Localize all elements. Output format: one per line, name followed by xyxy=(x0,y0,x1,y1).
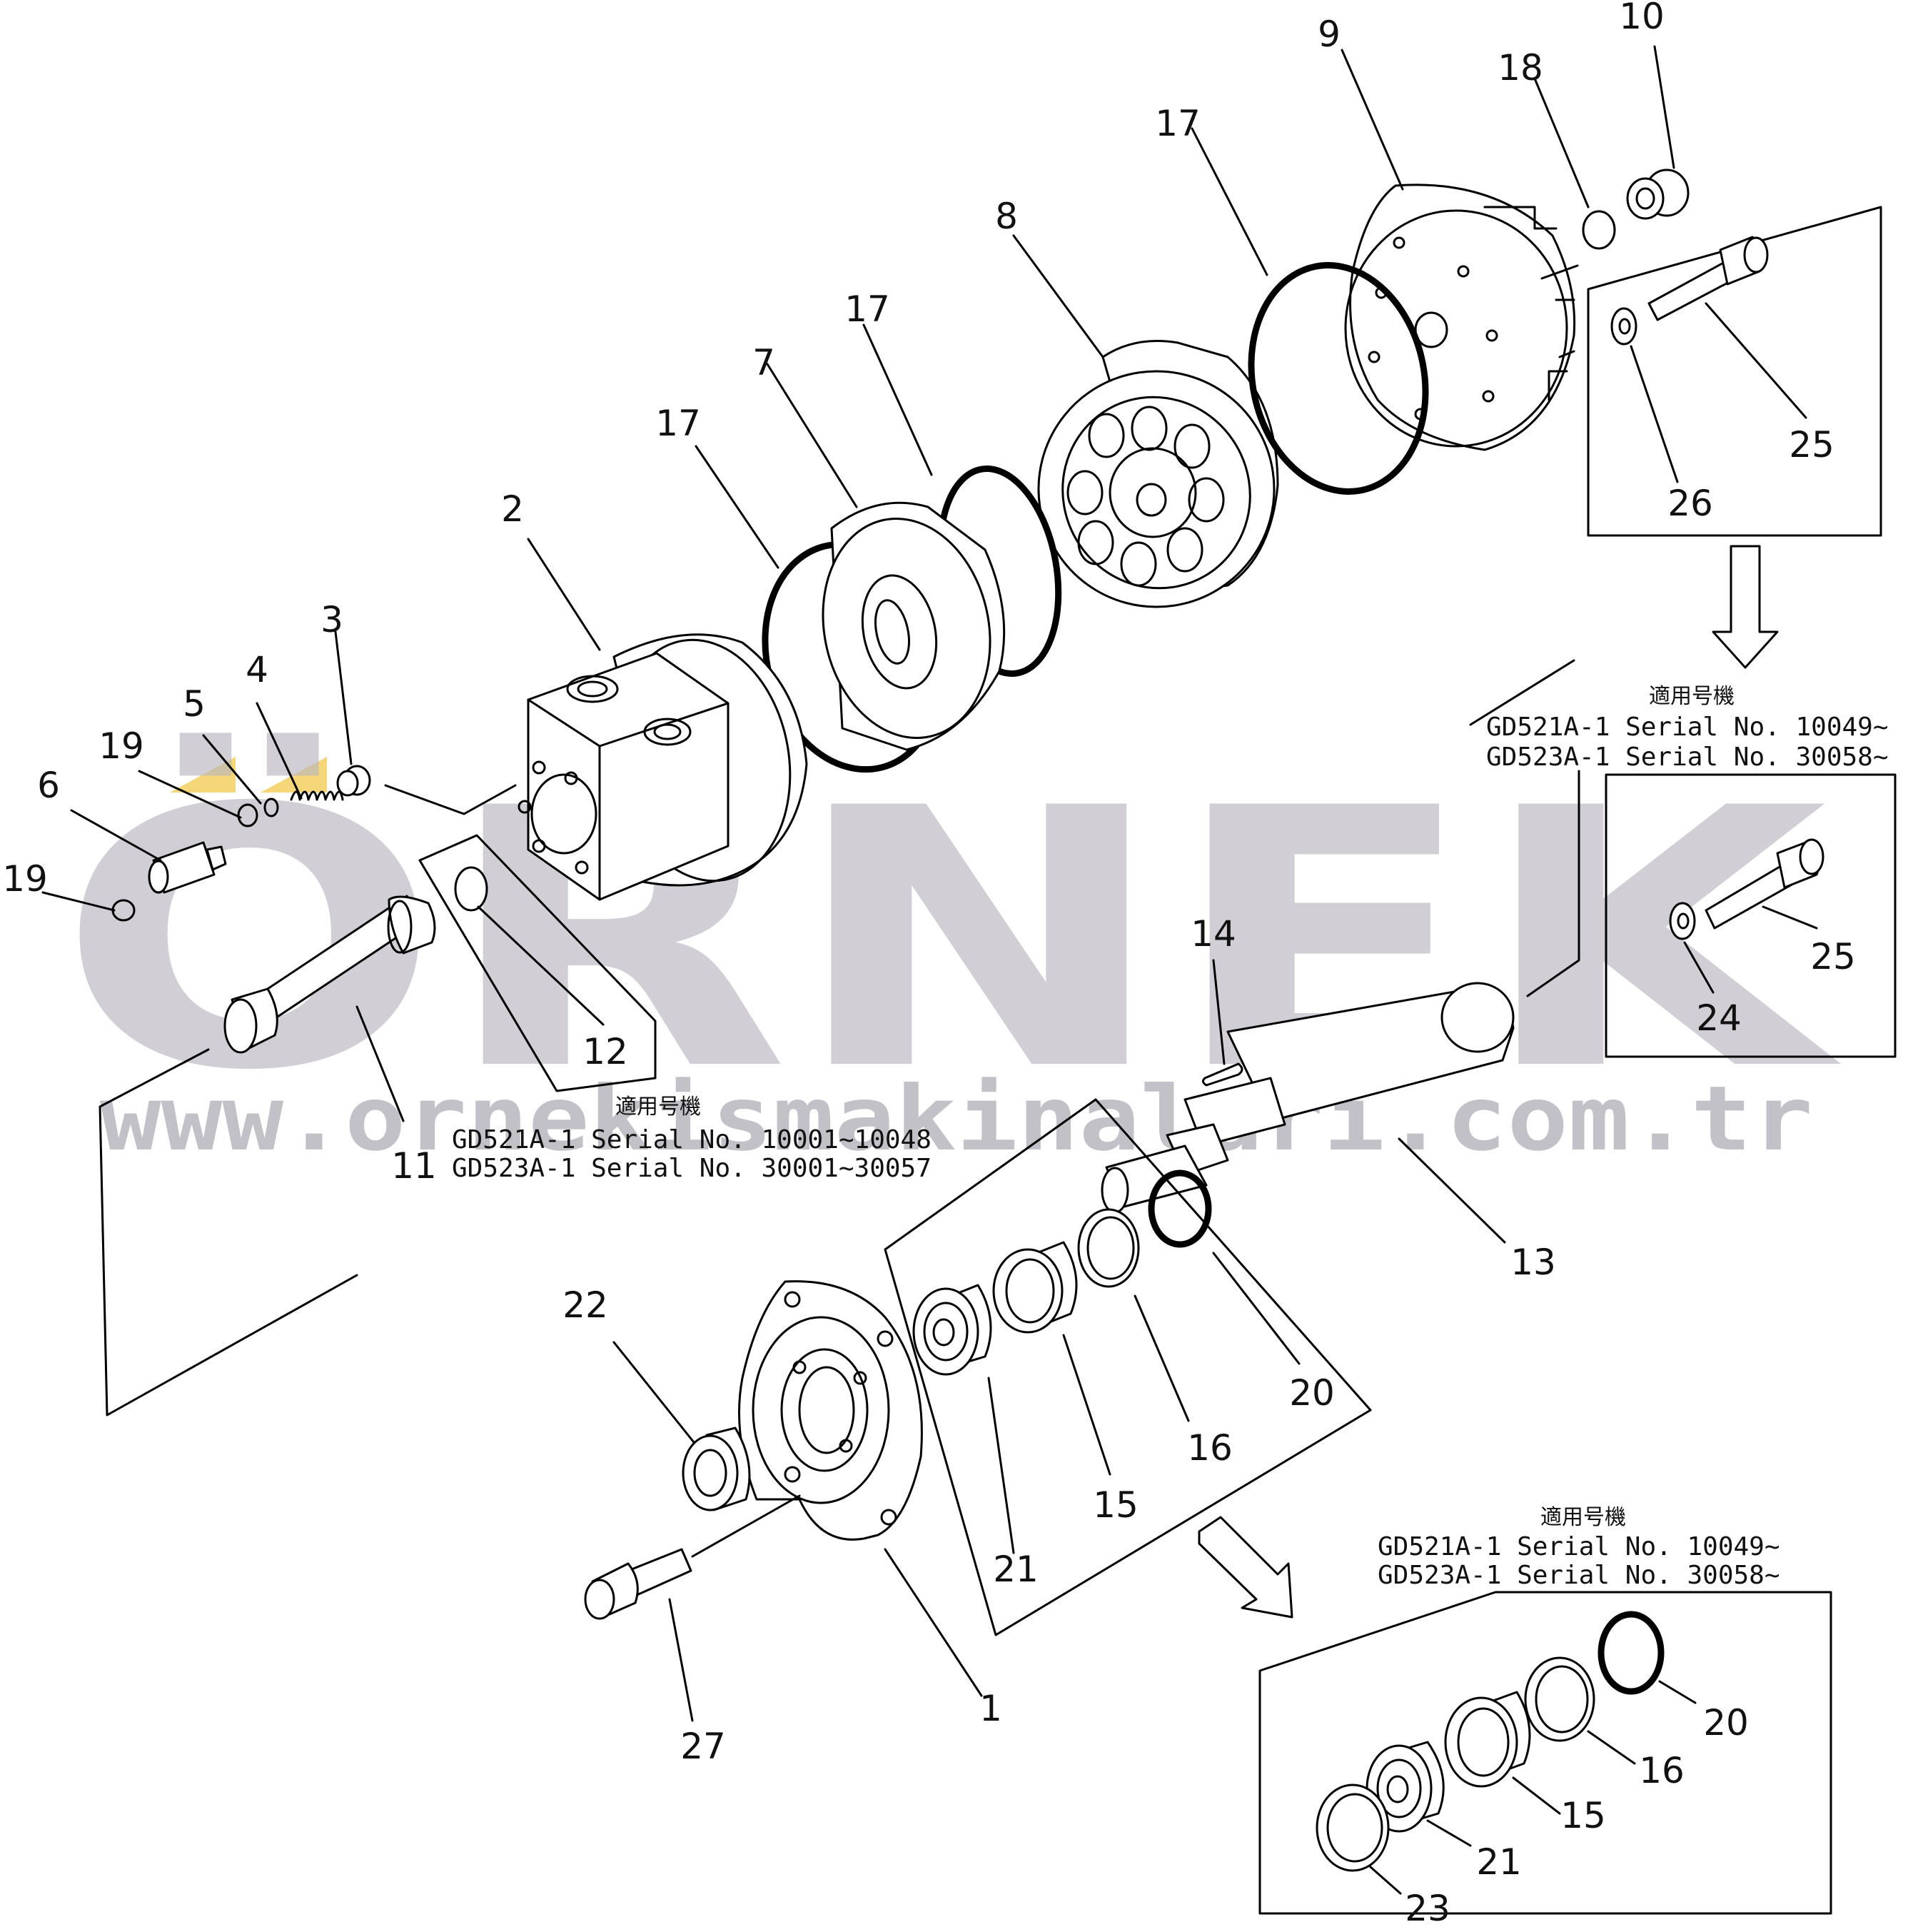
serial-note-middle: 適用号機 GD521A-1 Serial No. 10001~10048 GD5… xyxy=(452,1095,932,1183)
callout-14: 14 xyxy=(1191,913,1236,955)
bracket-old-serial xyxy=(418,834,657,1092)
callout-5: 5 xyxy=(183,683,206,725)
gerotor-rollers xyxy=(1066,406,1225,587)
callout-27: 27 xyxy=(680,1726,726,1767)
part-17-o-ring-rear xyxy=(1248,262,1429,495)
callout-7: 7 xyxy=(752,342,775,383)
part-8-gerotor-set xyxy=(1037,340,1279,608)
part-16-backup-ring-upper xyxy=(1077,1208,1140,1288)
part-11-drive-shaft xyxy=(223,895,436,1054)
callout-17-front: 17 xyxy=(655,403,701,444)
note-top-right-line1: GD521A-1 Serial No. 10049~ xyxy=(1486,713,1889,742)
callout-17-middle: 17 xyxy=(844,288,890,330)
note-middle-line1: GD521A-1 Serial No. 10001~10048 xyxy=(452,1125,932,1154)
part-13-output-shaft xyxy=(1101,982,1515,1214)
callout-16-upper: 16 xyxy=(1187,1427,1233,1469)
part-22-dust-seal xyxy=(682,1427,751,1511)
callout-numbers: 10 9 18 17 8 17 7 17 2 3 4 5 19 6 19 12 … xyxy=(2,0,1856,1929)
callout-15-upper: 15 xyxy=(1093,1484,1139,1526)
callout-19-upper: 19 xyxy=(99,725,144,767)
callout-20-lower: 20 xyxy=(1703,1702,1749,1744)
part-21-bearing-upper xyxy=(912,1284,992,1376)
callout-3: 3 xyxy=(320,599,343,640)
part-7-plate xyxy=(822,501,1006,751)
part-16-backup-ring-lower xyxy=(1524,1656,1595,1742)
note-bottom-right-heading: 適用号機 xyxy=(1540,1505,1626,1530)
note-top-right-line2: GD523A-1 Serial No. 30058~ xyxy=(1486,743,1889,772)
callout-15-lower: 15 xyxy=(1560,1795,1606,1836)
part-10-plug xyxy=(1626,168,1690,220)
part-14-key xyxy=(1201,1062,1243,1087)
callout-23: 23 xyxy=(1405,1888,1450,1929)
part-25-bolt-middle xyxy=(1705,838,1824,930)
leader-2-body xyxy=(384,784,517,815)
callout-19-lower: 19 xyxy=(2,858,48,900)
part-23-ring xyxy=(1316,1783,1390,1872)
callout-1: 1 xyxy=(979,1688,1002,1729)
callout-25-middle: 25 xyxy=(1810,936,1856,977)
bracket-mid-right xyxy=(1605,773,1897,1058)
callout-12: 12 xyxy=(582,1031,628,1072)
callout-21-upper: 21 xyxy=(993,1549,1039,1590)
part-15-oil-seal-upper xyxy=(992,1241,1078,1334)
callout-25-top: 25 xyxy=(1789,424,1834,466)
leader-mid-detail xyxy=(1469,659,1580,997)
watermark-accent-left xyxy=(170,757,236,793)
callout-11: 11 xyxy=(391,1145,437,1187)
bracket-bottom-right xyxy=(1258,1591,1832,1915)
part-12-plug xyxy=(454,866,488,912)
note-top-right-heading: 適用号機 xyxy=(1649,684,1735,709)
callout-8: 8 xyxy=(995,196,1018,237)
arrow-bottom-detail xyxy=(1198,1516,1293,1619)
callout-9: 9 xyxy=(1318,14,1341,55)
note-bottom-right-line2: GD523A-1 Serial No. 30058~ xyxy=(1378,1561,1780,1590)
leader-lines xyxy=(41,45,1818,1895)
callout-20-upper: 20 xyxy=(1289,1372,1335,1414)
part-3-cap xyxy=(336,765,371,797)
arrow-down-detail xyxy=(1712,545,1779,669)
callout-2: 2 xyxy=(501,488,524,530)
callout-16-lower: 16 xyxy=(1639,1750,1685,1791)
part-15-oil-seal-lower xyxy=(1444,1691,1531,1788)
part-24-washer xyxy=(1669,902,1696,940)
bracket-seals xyxy=(884,1098,1372,1636)
serial-note-top-right: 適用号機 GD521A-1 Serial No. 10049~ GD523A-1… xyxy=(1486,684,1889,772)
note-bottom-right-line1: GD521A-1 Serial No. 10049~ xyxy=(1378,1532,1780,1561)
callout-21-lower: 21 xyxy=(1476,1841,1522,1883)
bracket-shaft xyxy=(99,1048,358,1417)
note-middle-heading: 適用号機 xyxy=(615,1095,701,1120)
callout-26: 26 xyxy=(1667,483,1713,524)
callout-17-rear: 17 xyxy=(1155,103,1201,144)
callout-22: 22 xyxy=(562,1284,608,1326)
part-18-o-ring xyxy=(1582,210,1616,250)
part-26-washer xyxy=(1610,307,1637,346)
part-2-valve-body xyxy=(518,633,808,901)
part-9-end-cover xyxy=(1344,183,1576,451)
callout-18: 18 xyxy=(1498,47,1543,89)
watermark-url: www.ornekismakinalari.com.tr xyxy=(100,1067,1813,1171)
callout-10: 10 xyxy=(1619,0,1665,37)
callout-13: 13 xyxy=(1510,1242,1556,1283)
part-25-bolt-top xyxy=(1647,236,1769,321)
leader-27-bolt-axis xyxy=(691,1494,801,1558)
part-4-spring xyxy=(290,790,344,801)
watermark-accent-right xyxy=(261,757,327,793)
part-1-mounting-flange xyxy=(738,1280,923,1541)
part-6-poppet xyxy=(148,841,227,894)
part-5-washer xyxy=(263,798,279,817)
serial-note-bottom-right: 適用号機 GD521A-1 Serial No. 10049~ GD523A-1… xyxy=(1378,1505,1780,1590)
callout-6: 6 xyxy=(37,765,60,806)
part-20-o-ring-upper xyxy=(1148,1169,1212,1248)
leader-cover-bolt-axis xyxy=(1540,264,1579,358)
part-27-bolt xyxy=(584,1548,692,1620)
callout-4: 4 xyxy=(246,649,268,690)
part-20-o-ring-lower xyxy=(1597,1611,1665,1695)
callout-24: 24 xyxy=(1696,997,1742,1039)
bracket-top-right xyxy=(1587,206,1882,537)
note-middle-line2: GD523A-1 Serial No. 30001~30057 xyxy=(452,1154,932,1183)
